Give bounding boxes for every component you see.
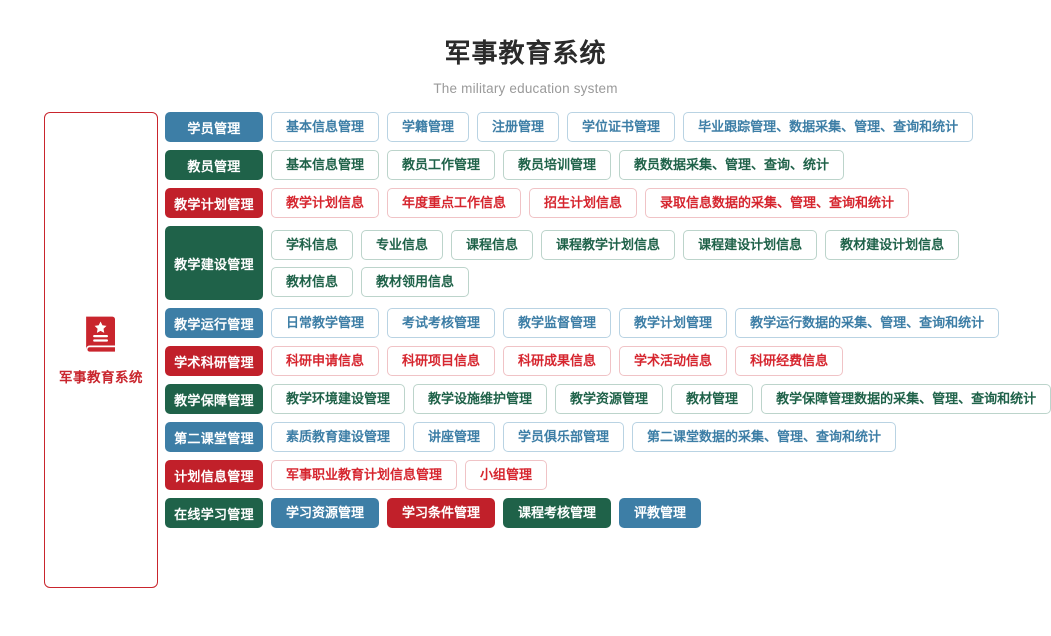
leaf-button[interactable]: 军事职业教育计划信息管理 — [271, 460, 458, 491]
category-row: 教学保障管理教学环境建设管理教学设施维护管理教学资源管理教材管理教学保障管理数据… — [165, 384, 1051, 415]
category-row: 教学建设管理学科信息专业信息课程信息课程教学计划信息课程建设计划信息教材建设计划… — [165, 226, 1051, 301]
leaf-button[interactable]: 招生计划信息 — [529, 188, 638, 219]
leaf-button[interactable]: 小组管理 — [465, 460, 548, 491]
leaf-button[interactable]: 教学计划信息 — [271, 188, 380, 219]
leaf-button[interactable]: 教材信息 — [271, 266, 354, 297]
diagram-body: 军事教育系统 学员管理基本信息管理学籍管理注册管理学位证书管理毕业跟踪管理、数据… — [0, 96, 1051, 589]
leaf-button[interactable]: 素质教育建设管理 — [271, 422, 406, 453]
category-button[interactable]: 计划信息管理 — [165, 460, 263, 491]
category-button[interactable]: 在线学习管理 — [165, 498, 263, 529]
leaf-button[interactable]: 教材建设计划信息 — [825, 229, 960, 260]
leaf-button[interactable]: 教学运行数据的采集、管理、查询和统计 — [735, 308, 1000, 339]
leaf-button[interactable]: 教材管理 — [671, 384, 754, 415]
leaf-line: 学习资源管理学习条件管理课程考核管理评教管理 — [271, 498, 1051, 529]
leaf-line: 教学计划信息年度重点工作信息招生计划信息录取信息数据的采集、管理、查询和统计 — [271, 188, 1051, 219]
category-row: 学术科研管理科研申请信息科研项目信息科研成果信息学术活动信息科研经费信息 — [165, 346, 1051, 377]
root-label: 军事教育系统 — [59, 370, 143, 386]
leaf-button[interactable]: 年度重点工作信息 — [387, 188, 522, 219]
leaf-button[interactable]: 教学计划管理 — [619, 308, 728, 339]
leaf-button[interactable]: 教学监督管理 — [503, 308, 612, 339]
leaf-group: 军事职业教育计划信息管理小组管理 — [271, 460, 1051, 491]
leaf-button[interactable]: 学习条件管理 — [387, 498, 496, 529]
category-button[interactable]: 教学运行管理 — [165, 308, 263, 339]
leaf-line: 军事职业教育计划信息管理小组管理 — [271, 460, 1051, 491]
category-row: 学员管理基本信息管理学籍管理注册管理学位证书管理毕业跟踪管理、数据采集、管理、查… — [165, 112, 1051, 143]
book-star-icon — [86, 316, 115, 352]
leaf-button[interactable]: 教员培训管理 — [503, 150, 612, 181]
leaf-button[interactable]: 注册管理 — [477, 112, 560, 143]
leaf-button[interactable]: 基本信息管理 — [271, 150, 380, 181]
leaf-button[interactable]: 学习资源管理 — [271, 498, 380, 529]
leaf-line: 教材信息教材领用信息 — [271, 266, 1051, 297]
root-panel[interactable]: 军事教育系统 — [44, 112, 158, 589]
leaf-button[interactable]: 教学环境建设管理 — [271, 384, 406, 415]
leaf-button[interactable]: 学员俱乐部管理 — [503, 422, 625, 453]
leaf-group: 日常教学管理考试考核管理教学监督管理教学计划管理教学运行数据的采集、管理、查询和… — [271, 308, 1051, 339]
category-row: 教员管理基本信息管理教员工作管理教员培训管理教员数据采集、管理、查询、统计 — [165, 150, 1051, 181]
leaf-button[interactable]: 课程建设计划信息 — [683, 229, 818, 260]
category-button[interactable]: 教学计划管理 — [165, 188, 263, 219]
leaf-line: 基本信息管理教员工作管理教员培训管理教员数据采集、管理、查询、统计 — [271, 150, 1051, 181]
leaf-button[interactable]: 教员数据采集、管理、查询、统计 — [619, 150, 845, 181]
leaf-button[interactable]: 课程教学计划信息 — [541, 229, 676, 260]
category-row: 在线学习管理学习资源管理学习条件管理课程考核管理评教管理 — [165, 498, 1051, 529]
leaf-button[interactable]: 专业信息 — [361, 229, 444, 260]
leaf-group: 学习资源管理学习条件管理课程考核管理评教管理 — [271, 498, 1051, 529]
leaf-line: 科研申请信息科研项目信息科研成果信息学术活动信息科研经费信息 — [271, 346, 1051, 377]
category-row: 教学运行管理日常教学管理考试考核管理教学监督管理教学计划管理教学运行数据的采集、… — [165, 308, 1051, 339]
category-row: 第二课堂管理素质教育建设管理讲座管理学员俱乐部管理第二课堂数据的采集、管理、查询… — [165, 422, 1051, 453]
leaf-group: 教学环境建设管理教学设施维护管理教学资源管理教材管理教学保障管理数据的采集、管理… — [271, 384, 1051, 415]
leaf-button[interactable]: 教材领用信息 — [361, 266, 470, 297]
leaf-button[interactable]: 学科信息 — [271, 229, 354, 260]
leaf-line: 学科信息专业信息课程信息课程教学计划信息课程建设计划信息教材建设计划信息 — [271, 229, 1051, 260]
category-button[interactable]: 教员管理 — [165, 150, 263, 181]
leaf-line: 教学环境建设管理教学设施维护管理教学资源管理教材管理教学保障管理数据的采集、管理… — [271, 384, 1051, 415]
category-row: 教学计划管理教学计划信息年度重点工作信息招生计划信息录取信息数据的采集、管理、查… — [165, 188, 1051, 219]
category-button[interactable]: 教学建设管理 — [165, 226, 263, 301]
leaf-button[interactable]: 学籍管理 — [387, 112, 470, 143]
leaf-button[interactable]: 科研项目信息 — [387, 346, 496, 377]
leaf-button[interactable]: 课程信息 — [451, 229, 534, 260]
leaf-button[interactable]: 录取信息数据的采集、管理、查询和统计 — [645, 188, 910, 219]
leaf-button[interactable]: 毕业跟踪管理、数据采集、管理、查询和统计 — [683, 112, 974, 143]
leaf-button[interactable]: 教学设施维护管理 — [413, 384, 548, 415]
leaf-button[interactable]: 第二课堂数据的采集、管理、查询和统计 — [632, 422, 897, 453]
category-button[interactable]: 第二课堂管理 — [165, 422, 263, 453]
leaf-button[interactable]: 学术活动信息 — [619, 346, 728, 377]
category-button[interactable]: 学员管理 — [165, 112, 263, 143]
leaf-button[interactable]: 讲座管理 — [413, 422, 496, 453]
leaf-button[interactable]: 学位证书管理 — [567, 112, 676, 143]
leaf-group: 基本信息管理学籍管理注册管理学位证书管理毕业跟踪管理、数据采集、管理、查询和统计 — [271, 112, 1051, 143]
leaf-button[interactable]: 科研申请信息 — [271, 346, 380, 377]
page-header: 军事教育系统 The military education system — [0, 0, 1051, 96]
leaf-button[interactable]: 基本信息管理 — [271, 112, 380, 143]
leaf-group: 教学计划信息年度重点工作信息招生计划信息录取信息数据的采集、管理、查询和统计 — [271, 188, 1051, 219]
category-button[interactable]: 教学保障管理 — [165, 384, 263, 415]
leaf-button[interactable]: 评教管理 — [619, 498, 702, 529]
category-button[interactable]: 学术科研管理 — [165, 346, 263, 377]
leaf-line: 基本信息管理学籍管理注册管理学位证书管理毕业跟踪管理、数据采集、管理、查询和统计 — [271, 112, 1051, 143]
leaf-button[interactable]: 日常教学管理 — [271, 308, 380, 339]
leaf-group: 基本信息管理教员工作管理教员培训管理教员数据采集、管理、查询、统计 — [271, 150, 1051, 181]
leaf-button[interactable]: 教学资源管理 — [555, 384, 664, 415]
leaf-group: 学科信息专业信息课程信息课程教学计划信息课程建设计划信息教材建设计划信息教材信息… — [271, 226, 1051, 300]
category-rows: 学员管理基本信息管理学籍管理注册管理学位证书管理毕业跟踪管理、数据采集、管理、查… — [158, 112, 1051, 536]
leaf-line: 素质教育建设管理讲座管理学员俱乐部管理第二课堂数据的采集、管理、查询和统计 — [271, 422, 1051, 453]
leaf-button[interactable]: 科研成果信息 — [503, 346, 612, 377]
leaf-line: 日常教学管理考试考核管理教学监督管理教学计划管理教学运行数据的采集、管理、查询和… — [271, 308, 1051, 339]
page-subtitle: The military education system — [433, 81, 618, 97]
leaf-group: 科研申请信息科研项目信息科研成果信息学术活动信息科研经费信息 — [271, 346, 1051, 377]
leaf-button[interactable]: 考试考核管理 — [387, 308, 496, 339]
leaf-group: 素质教育建设管理讲座管理学员俱乐部管理第二课堂数据的采集、管理、查询和统计 — [271, 422, 1051, 453]
leaf-button[interactable]: 教学保障管理数据的采集、管理、查询和统计 — [761, 384, 1051, 415]
leaf-button[interactable]: 教员工作管理 — [387, 150, 496, 181]
leaf-button[interactable]: 科研经费信息 — [735, 346, 844, 377]
page-title: 军事教育系统 — [444, 38, 607, 68]
leaf-button[interactable]: 课程考核管理 — [503, 498, 612, 529]
category-row: 计划信息管理军事职业教育计划信息管理小组管理 — [165, 460, 1051, 491]
